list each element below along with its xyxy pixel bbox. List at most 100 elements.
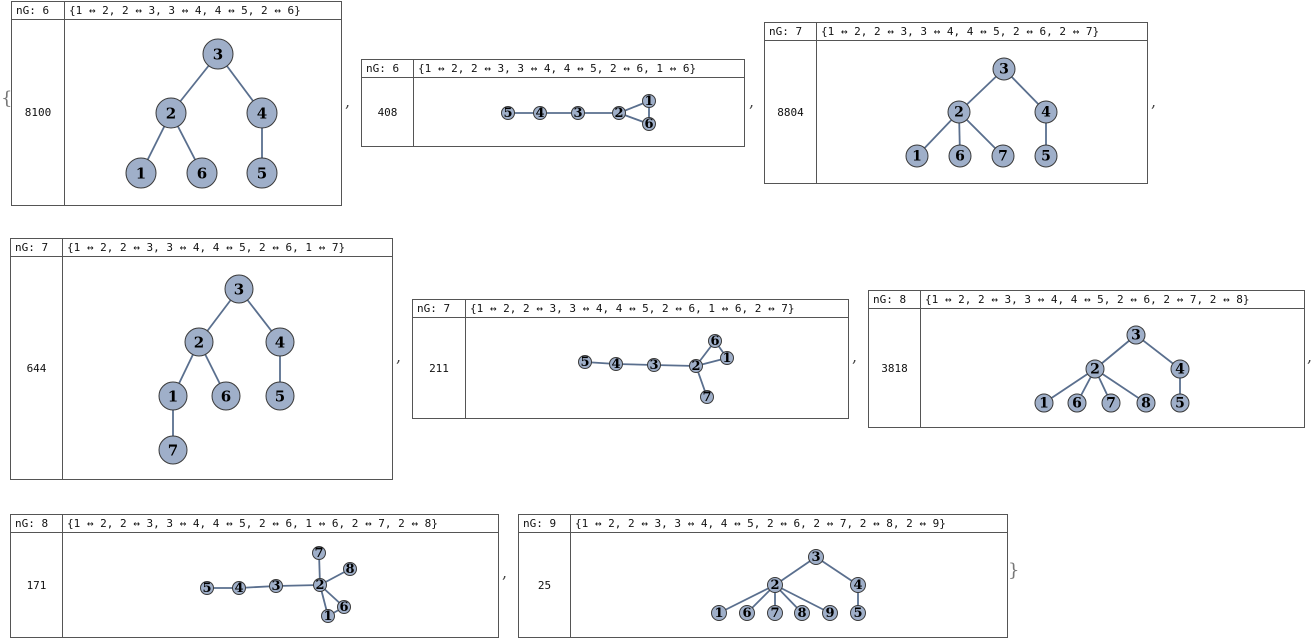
graph-node-label: 6	[955, 149, 965, 165]
vertex-count-label: nG: 7	[765, 23, 817, 40]
graph-node-label: 2	[166, 105, 176, 123]
count-value: 644	[11, 257, 63, 479]
graph-node-label: 4	[535, 106, 544, 121]
graph-node-1	[711, 605, 727, 621]
separator: ,	[345, 92, 351, 111]
edge-list-label: {1 ↔ 2, 2 ↔ 3, 3 ↔ 4, 4 ↔ 5, 2 ↔ 6, 1 ↔ …	[67, 517, 438, 530]
graph-node-6	[186, 157, 218, 189]
edge-list-label: {1 ↔ 2, 2 ↔ 3, 3 ↔ 4, 4 ↔ 5, 2 ↔ 6, 2 ↔ …	[575, 517, 946, 530]
graph-node-label: 3	[213, 46, 223, 64]
graph-node-3	[571, 106, 585, 120]
graph-node-label: 4	[275, 334, 285, 352]
graph-cell: nG: 8 {1 ↔ 2, 2 ↔ 3, 3 ↔ 4, 4 ↔ 5, 2 ↔ 6…	[10, 514, 499, 638]
vertex-count-label: nG: 6	[362, 60, 414, 77]
open-brace: {	[1, 88, 13, 109]
graph-node-label: 5	[853, 606, 862, 621]
graph-node-2	[184, 327, 214, 357]
graph-node-1	[720, 351, 734, 365]
graph-node-label: 4	[234, 581, 243, 596]
graph-node-label: 1	[168, 388, 178, 406]
graph-node-label: 4	[853, 578, 862, 593]
graph-node-label: 1	[1039, 396, 1049, 412]
graph-node-label: 7	[314, 546, 323, 561]
graph-node-5	[578, 355, 592, 369]
separator: ,	[1151, 92, 1157, 111]
vertex-count-label: nG: 8	[11, 515, 63, 532]
graph-node-4	[1170, 359, 1190, 379]
vertex-count-label: nG: 9	[519, 515, 571, 532]
graph-node-4	[850, 577, 866, 593]
graph-node-8	[794, 605, 810, 621]
graph-node-1	[905, 144, 929, 168]
graph-node-label: 1	[644, 94, 653, 109]
graph-node-label: 7	[998, 149, 1008, 165]
graph-node-2	[155, 97, 187, 129]
graph-node-3	[202, 38, 234, 70]
graph-node-3	[808, 549, 824, 565]
cell-header: nG: 7 {1 ↔ 2, 2 ↔ 3, 3 ↔ 4, 4 ↔ 5, 2 ↔ 6…	[11, 239, 392, 257]
graph-node-label: 4	[257, 105, 267, 123]
graph-node-label: 4	[611, 357, 620, 372]
graph-node-label: 2	[954, 105, 964, 121]
graph-node-4	[232, 581, 246, 595]
count-value: 211	[413, 318, 466, 418]
graph-node-6	[337, 600, 351, 614]
graph-node-5	[200, 581, 214, 595]
graph-node-label: 2	[194, 334, 204, 352]
graph-node-7	[158, 435, 188, 465]
graph-node-label: 4	[1175, 362, 1185, 378]
graph-node-label: 2	[315, 578, 324, 593]
graph-node-7	[767, 605, 783, 621]
graph-node-label: 5	[275, 388, 285, 406]
graph-node-5	[1034, 144, 1058, 168]
count-value: 25	[519, 533, 571, 637]
graph-node-label: 6	[221, 388, 231, 406]
graph-node-3	[992, 57, 1016, 81]
graph-node-label: 6	[197, 165, 207, 183]
graph-node-5	[1170, 393, 1190, 413]
graph-node-6	[948, 144, 972, 168]
graph-node-label: 5	[580, 355, 589, 370]
graph-edge-1-2	[1043, 368, 1096, 404]
graph-node-label: 1	[912, 149, 922, 165]
graph-node-label: 6	[339, 600, 348, 615]
graph-node-1	[321, 609, 335, 623]
graph-edge-2-3	[653, 364, 697, 367]
graph-node-label: 3	[1131, 328, 1141, 344]
graph-node-label: 3	[573, 106, 582, 121]
graph-node-1	[642, 94, 656, 108]
cell-header: nG: 7 {1 ↔ 2, 2 ↔ 3, 3 ↔ 4, 4 ↔ 5, 2 ↔ 6…	[765, 23, 1147, 41]
graph-node-2	[689, 359, 703, 373]
graph-node-label: 2	[614, 106, 623, 121]
graph-node-label: 4	[1041, 105, 1051, 121]
graph-node-label: 5	[1175, 396, 1185, 412]
vertex-count-label: nG: 7	[11, 239, 63, 256]
graph-node-1	[158, 381, 188, 411]
graph-edge-3-4	[815, 556, 859, 586]
vertex-count-label: nG: 6	[12, 2, 65, 19]
graph-node-label: 7	[770, 606, 779, 621]
graph-node-label: 5	[1041, 149, 1051, 165]
graph-node-6	[642, 117, 656, 131]
graph-node-3	[269, 579, 283, 593]
count-value: 8100	[12, 20, 65, 205]
graph-node-1	[125, 157, 157, 189]
graph-node-4	[246, 97, 278, 129]
graph-node-4	[609, 357, 623, 371]
graph-node-6	[708, 334, 722, 348]
graph-edge-1-2	[718, 584, 776, 614]
graph-node-label: 6	[644, 117, 653, 132]
graph-node-label: 3	[234, 281, 244, 299]
graph-node-label: 8	[1141, 396, 1151, 412]
cell-header: nG: 6 {1 ↔ 2, 2 ↔ 3, 3 ↔ 4, 4 ↔ 5, 2 ↔ 6…	[12, 2, 341, 20]
edge-list-label: {1 ↔ 2, 2 ↔ 3, 3 ↔ 4, 4 ↔ 5, 2 ↔ 6, 1 ↔ …	[470, 302, 795, 315]
graph-node-label: 6	[742, 606, 751, 621]
graph-edge-2-9	[774, 584, 831, 614]
graph-node-label: 1	[714, 606, 723, 621]
graph-node-label: 1	[323, 609, 332, 624]
